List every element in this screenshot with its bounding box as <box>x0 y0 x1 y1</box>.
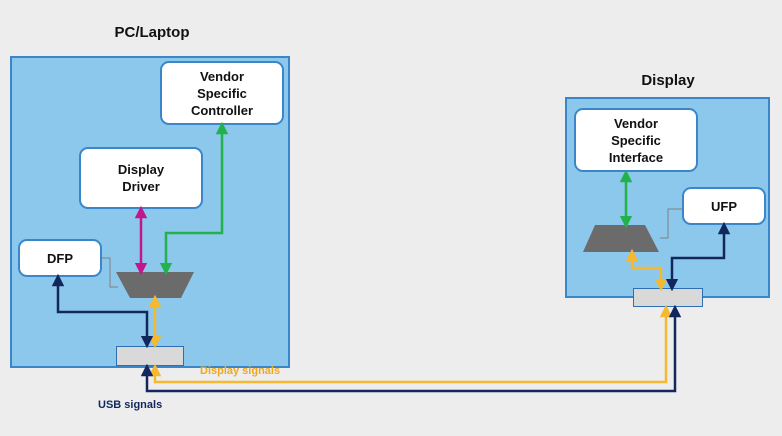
display-mux-shape <box>583 225 659 252</box>
display-signals-label: Display signals <box>200 365 281 377</box>
ufp-mux-leader-line <box>660 208 682 239</box>
dfp-box: DFP <box>18 239 102 277</box>
navy-link-ufp <box>665 221 731 292</box>
ufp-box: UFP <box>682 187 766 225</box>
display-title: Display <box>641 72 695 89</box>
yellow-link-display <box>625 248 668 292</box>
usb-signals-cable <box>140 304 682 393</box>
pc-laptop-title: PC/Laptop <box>114 24 190 41</box>
usb-signals-label: USB signals <box>98 399 163 411</box>
green-link-pc <box>159 121 229 276</box>
dfp-mux-leader-line <box>102 257 118 288</box>
vendor-specific-interface-box: Vendor Specific Interface <box>574 108 698 172</box>
pc-mux-shape <box>116 272 194 298</box>
vendor-specific-controller-box: Vendor Specific Controller <box>160 61 284 125</box>
